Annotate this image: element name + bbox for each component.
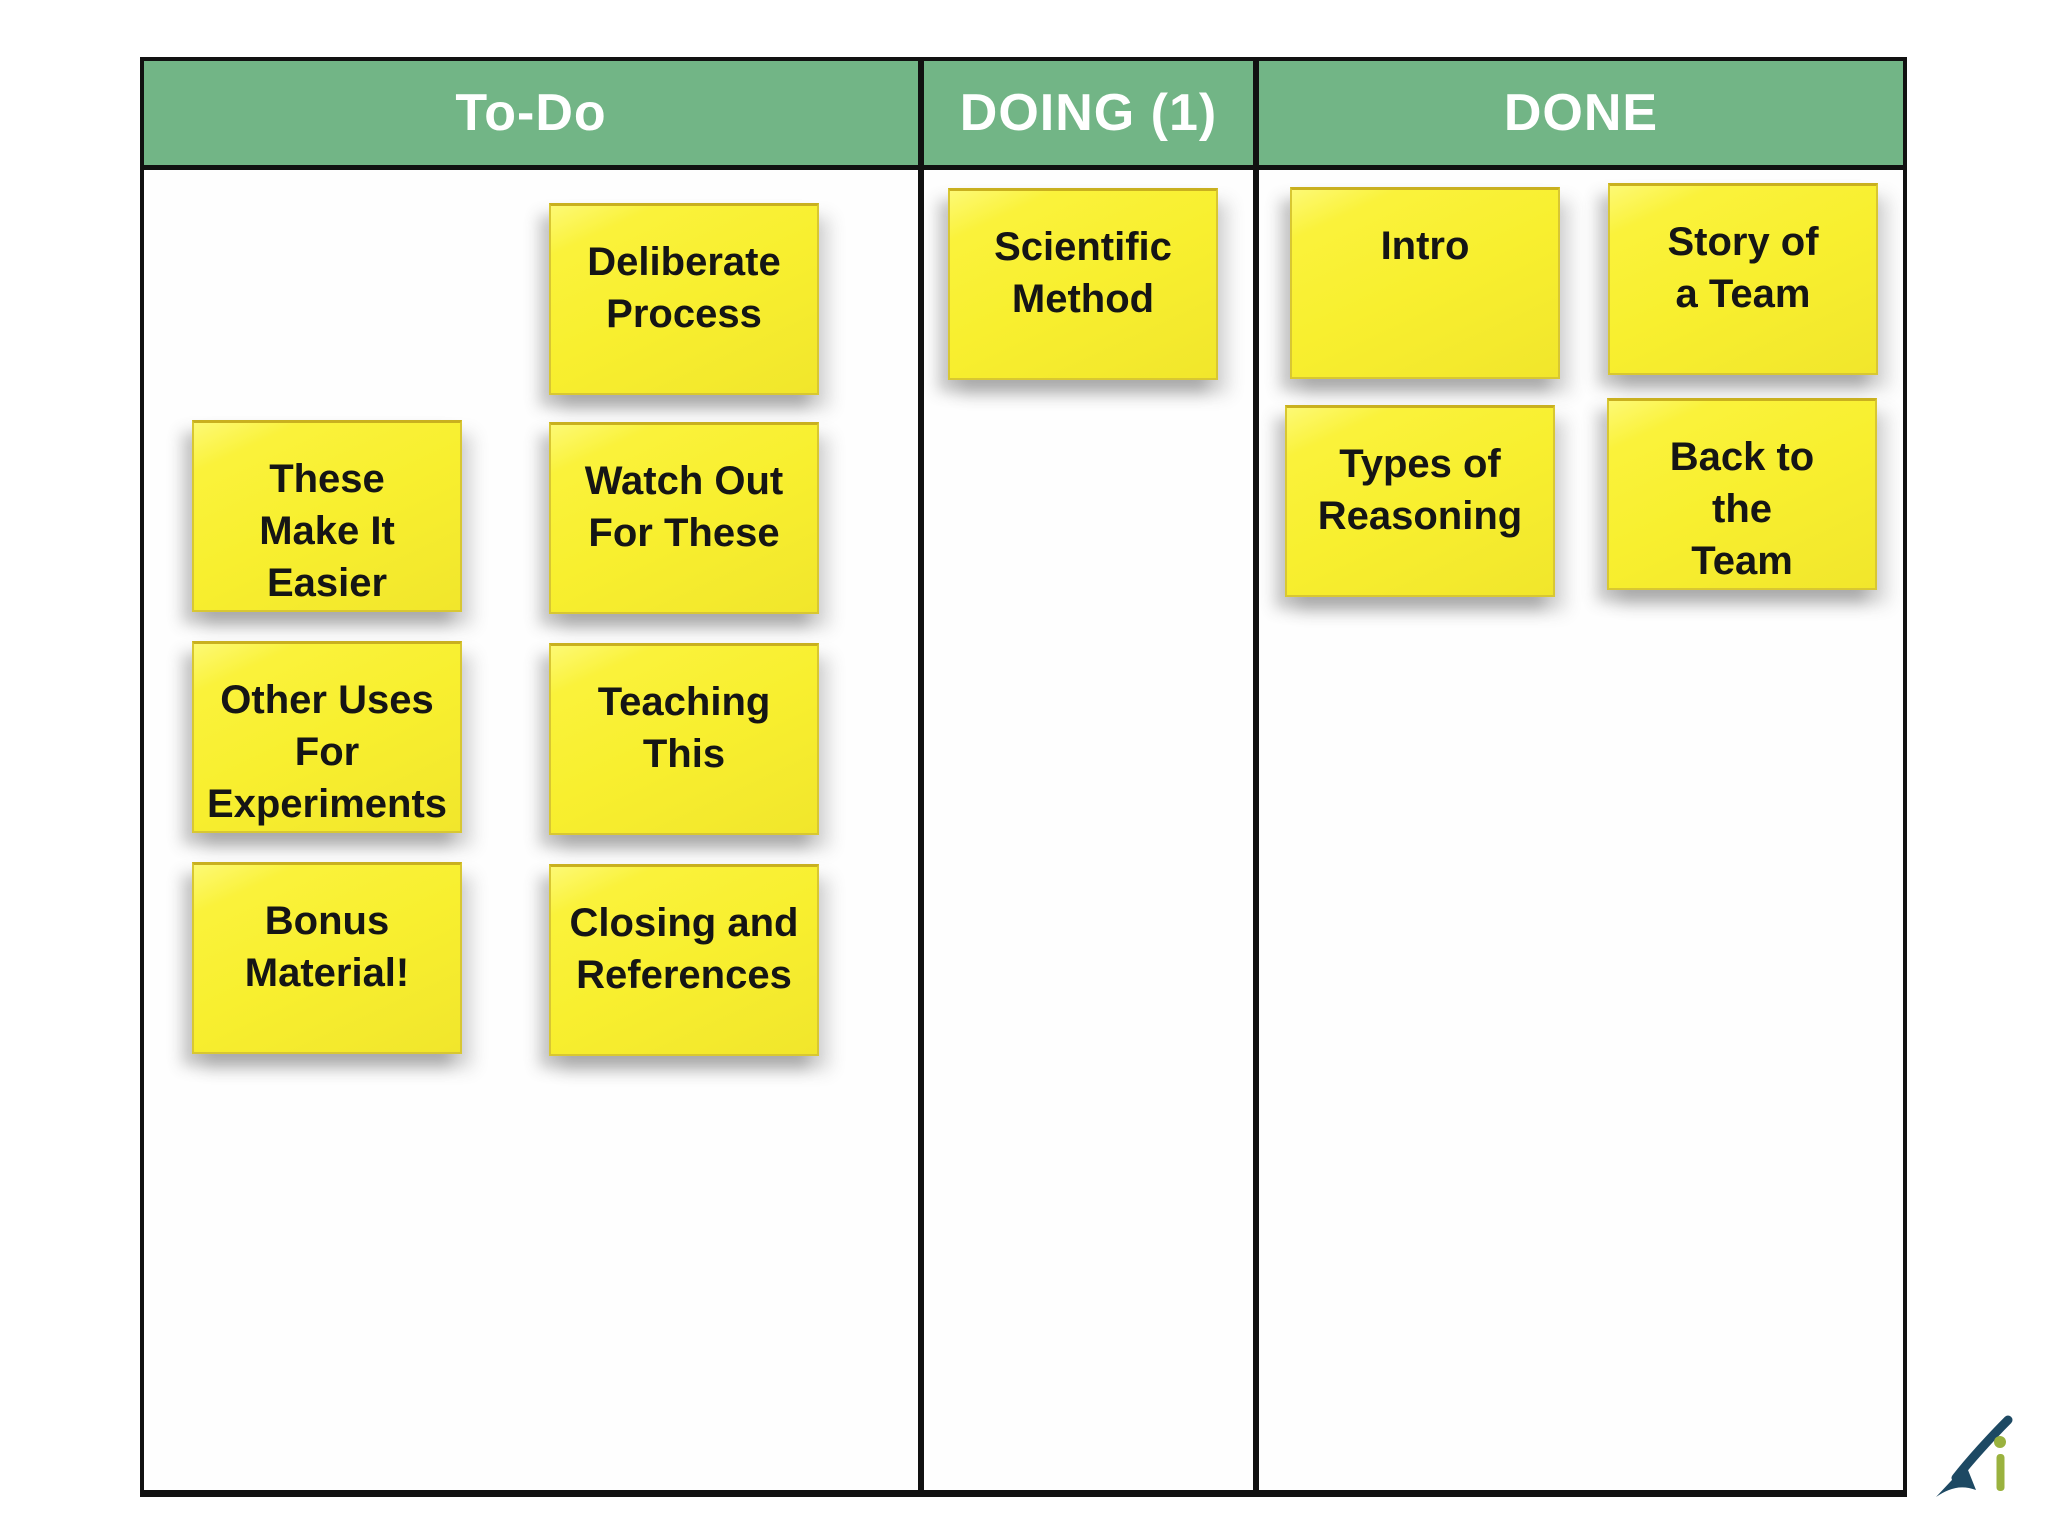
note-text: Other Uses For Experiments (206, 678, 448, 826)
board-body: Deliberate Process These Make It Easier … (144, 170, 1903, 1490)
kanban-board: To-Do DOING (1) DONE Deliberate Process … (140, 57, 1907, 1497)
note-bonus-material[interactable]: Bonus Material! (192, 862, 462, 1054)
note-text: Teaching This (597, 680, 771, 776)
note-closing-and-references[interactable]: Closing and References (549, 864, 819, 1056)
note-deliberate-process[interactable]: Deliberate Process (549, 203, 819, 395)
note-types-of-reasoning[interactable]: Types of Reasoning (1285, 405, 1555, 597)
note-teaching-this[interactable]: Teaching This (549, 643, 819, 835)
note-text: Scientific Method (994, 225, 1172, 321)
column-header-todo: To-Do (144, 61, 918, 165)
note-text: These Make It Easier (259, 457, 395, 605)
note-text: Watch Out For These (584, 459, 784, 555)
note-text: Story of a Team (1667, 220, 1819, 316)
note-intro[interactable]: Intro (1290, 187, 1560, 379)
note-text: Types of Reasoning (1317, 442, 1523, 538)
note-text: Deliberate Process (587, 240, 781, 336)
note-these-make-it-easier[interactable]: These Make It Easier (192, 420, 462, 612)
column-header-doing: DOING (1) (924, 61, 1253, 165)
board-header: To-Do DOING (1) DONE (144, 61, 1903, 170)
note-scientific-method[interactable]: Scientific Method (948, 188, 1218, 380)
column-divider (918, 61, 924, 165)
column-done: Intro Story of a Team Types of Reasoning… (1259, 170, 1903, 1490)
column-divider (1253, 170, 1259, 1490)
angle-i-logo (1936, 1415, 2013, 1497)
note-text: Intro (1380, 224, 1470, 268)
note-back-to-the-team[interactable]: Back to the Team (1607, 398, 1877, 590)
note-text: Back to the Team (1669, 435, 1815, 583)
column-divider (1253, 61, 1259, 165)
column-todo: Deliberate Process These Make It Easier … (144, 170, 918, 1490)
note-text: Bonus Material! (244, 899, 410, 995)
column-header-done: DONE (1259, 61, 1903, 165)
column-doing: Scientific Method (924, 170, 1253, 1490)
note-text: Closing and References (569, 901, 799, 997)
note-other-uses-for-experiments[interactable]: Other Uses For Experiments (192, 641, 462, 833)
note-watch-out-for-these[interactable]: Watch Out For These (549, 422, 819, 614)
column-divider (918, 170, 924, 1490)
note-story-of-a-team[interactable]: Story of a Team (1608, 183, 1878, 375)
